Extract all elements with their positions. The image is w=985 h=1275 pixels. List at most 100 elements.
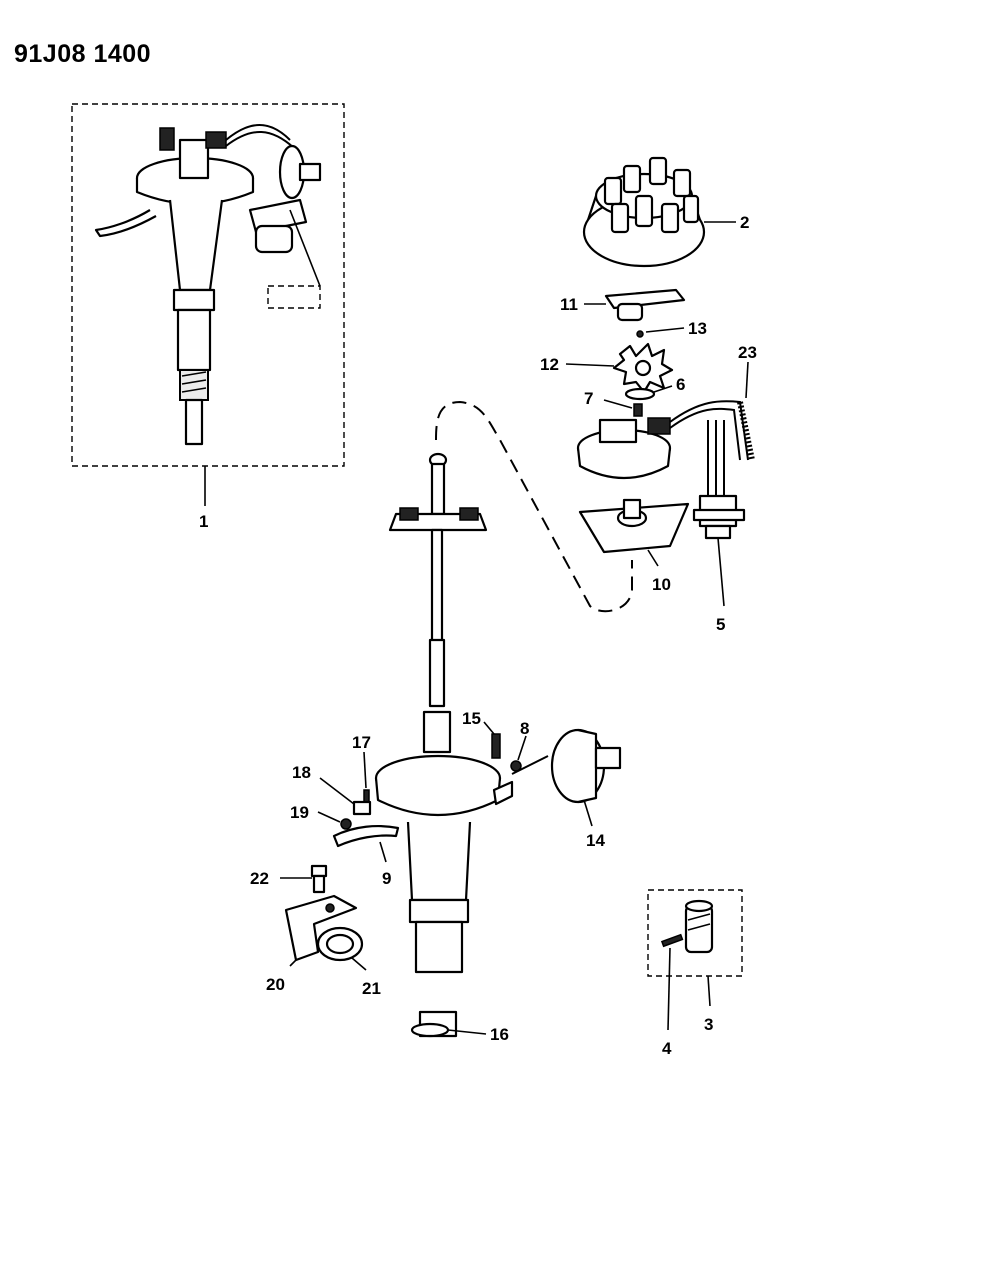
cap-tower [634, 194, 654, 228]
callout-22: 22 [250, 869, 269, 888]
vacuum-cover [577, 728, 598, 804]
callout-17: 17 [352, 733, 371, 752]
breaker-plate [578, 502, 690, 554]
distributor-cap-group: 2 [582, 156, 749, 268]
nut-19-group: 19 [290, 803, 352, 830]
roll-pin-4 [660, 933, 684, 948]
housing-ear [492, 780, 514, 806]
assembly-module-body [254, 224, 294, 254]
leader-13 [645, 327, 685, 333]
harness-wire [669, 400, 749, 461]
leader-18 [319, 777, 355, 805]
bolt-22-group: 22 [250, 864, 328, 894]
pickup-connector [647, 417, 671, 435]
breaker-plate-group: 10 [578, 498, 690, 594]
leader-23 [745, 361, 749, 399]
callout-10: 10 [652, 575, 671, 594]
clip-18 [352, 800, 372, 816]
callout-9: 9 [382, 869, 391, 888]
reluctor-hub [634, 359, 652, 377]
pin-17-group: 17 [352, 733, 371, 805]
leader-16 [447, 1029, 487, 1035]
callout-23: 23 [738, 343, 757, 362]
callout-19: 19 [290, 803, 309, 822]
housing-shank [414, 920, 464, 974]
callout-5: 5 [716, 615, 725, 634]
wiring-harness-group: 23 [669, 343, 757, 500]
nut-8-group: 8 [510, 719, 529, 772]
leader-9 [379, 841, 387, 863]
callout-13: 13 [688, 319, 707, 338]
advance-weight-right [459, 507, 479, 521]
cap-tower [660, 202, 680, 234]
assembly-boundary-box [71, 103, 345, 467]
shaft-upper [430, 462, 446, 516]
cap-tower [682, 194, 700, 224]
callout-18: 18 [292, 763, 311, 782]
clip-9-group: 9 [332, 824, 400, 888]
retaining-clip-9 [332, 824, 400, 848]
leader-8 [517, 735, 527, 761]
gasket-21-group: 21 [316, 926, 381, 998]
vacuum-nipple [594, 746, 622, 770]
callout-15: 15 [462, 709, 481, 728]
screw-15 [491, 733, 501, 759]
leader-6 [653, 385, 673, 393]
callout-2: 2 [740, 213, 749, 232]
leader-5 [717, 537, 725, 607]
leader-4 [667, 947, 671, 1031]
assembly-wire-a [225, 124, 291, 141]
pickup-plate-skirt [576, 447, 672, 480]
assembly-placard-box [267, 285, 321, 309]
assembly-vacuum-nipple [298, 162, 322, 182]
washer-6-group: 6 [624, 375, 685, 401]
vacuum-link-rod [511, 755, 549, 775]
nut-19 [340, 818, 352, 830]
callout-3: 3 [704, 1015, 713, 1034]
leader-14 [583, 799, 593, 827]
gasket-21-inner [325, 933, 355, 955]
assembly-shaft-tip [184, 398, 204, 446]
washer-6 [624, 387, 656, 401]
ignition-module-group: 5 [692, 494, 746, 634]
cap-tower [648, 156, 668, 186]
housing-bushing [422, 710, 452, 754]
housing-neck [406, 821, 472, 902]
callout-14: 14 [586, 831, 605, 850]
page-identifier: 91J08 1400 [14, 40, 152, 68]
assembly-lower-shank [176, 308, 212, 372]
callout-12: 12 [540, 355, 559, 374]
distributor-housing-group [374, 710, 514, 974]
cap-tower [610, 202, 630, 234]
leader-19 [317, 811, 341, 823]
vacuum-advance-group: 14 [511, 728, 622, 850]
assembly-top-hub [178, 138, 210, 180]
assembly-path-line [435, 400, 633, 613]
shaft-lower [428, 638, 446, 708]
mainshaft-group [388, 452, 488, 708]
leader-17 [363, 751, 367, 789]
assembly-retaining-clip [94, 209, 157, 238]
leader-21 [351, 957, 367, 971]
ignition-module-flange [692, 508, 746, 522]
callout-16: 16 [490, 1025, 509, 1044]
assembly-wire-b [225, 131, 295, 149]
housing-collar [408, 898, 470, 924]
rotor-group: 11 [560, 288, 686, 322]
callout-8: 8 [520, 719, 529, 738]
advance-weight-left [399, 507, 419, 521]
leader-7 [603, 399, 633, 409]
callout-20: 20 [266, 975, 285, 994]
clamp-20-group: 20 [266, 894, 358, 994]
leader-3 [707, 975, 711, 1007]
clip-18-group: 18 [292, 763, 372, 816]
callout-4: 4 [662, 1039, 672, 1058]
callout-11: 11 [560, 295, 578, 314]
assembly-module-plate [248, 198, 308, 234]
ignition-module-base [704, 524, 732, 540]
reluctor-group: 12 [540, 342, 674, 394]
cap-tower [622, 164, 642, 194]
screw-15-group: 15 [462, 709, 501, 759]
